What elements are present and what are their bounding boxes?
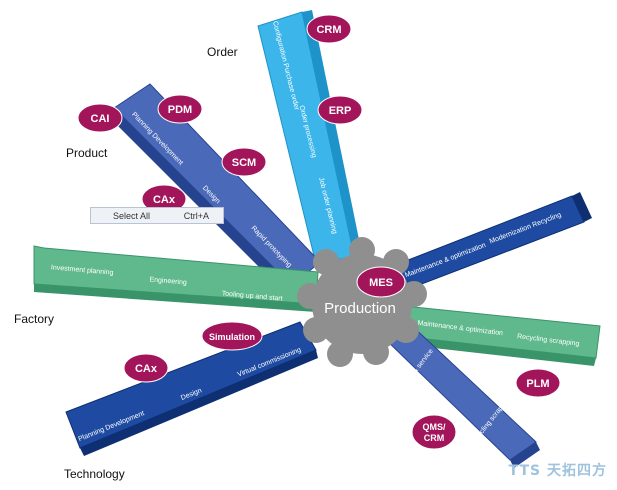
- hub-label: Production: [324, 300, 396, 317]
- badge-simulation-label: Simulation: [209, 332, 255, 342]
- badge-cax-top-label: CAx: [153, 194, 176, 206]
- context-menu[interactable]: Select All Ctrl+A: [90, 207, 224, 224]
- right-arm-edge: [398, 336, 596, 366]
- badge-mes-label: MES: [369, 277, 393, 289]
- badge-mes: MES: [356, 266, 406, 298]
- right-arm: Maintenance & optimization Recycling scr…: [398, 305, 601, 366]
- badge-plm-label: PLM: [526, 378, 549, 390]
- technology-arm: Planning Development Design Virtual comm…: [65, 321, 318, 456]
- factory-label: Factory: [14, 312, 55, 326]
- order-label: Order: [207, 45, 238, 59]
- factory-arm: Investment planning Engineering Tooling …: [33, 245, 319, 312]
- factory-step-2: Engineering: [149, 276, 187, 286]
- badge-cax-bottom: CAx: [123, 353, 169, 383]
- context-menu-select-all[interactable]: Select All: [113, 210, 151, 221]
- product-label: Product: [66, 146, 108, 160]
- badge-scm: SCM: [221, 147, 267, 177]
- badge-qms-crm: QMS/ CRM: [411, 414, 457, 450]
- badge-crm2-label: CRM: [424, 433, 445, 443]
- factory-arm-edge: [34, 284, 316, 312]
- badge-scm-label: SCM: [232, 157, 256, 169]
- order-arm-edge: [302, 10, 362, 256]
- badge-simulation: Simulation: [201, 321, 263, 351]
- context-menu-shortcut: Ctrl+A: [183, 210, 209, 221]
- badge-cax-bottom-label: CAx: [135, 363, 158, 375]
- product-arm: Planning Development Design Rapid protot…: [106, 83, 321, 292]
- badge-qms-label: QMS/: [422, 422, 446, 432]
- badge-cai: CAI: [77, 103, 123, 133]
- badge-pdm-label: PDM: [168, 104, 192, 116]
- upper-right-arm-edge: [572, 192, 592, 222]
- badge-erp-label: ERP: [329, 105, 352, 117]
- technology-arm-edge: [80, 350, 318, 456]
- technology-label: Technology: [64, 467, 125, 481]
- watermark-logo: TTS 天拓四方: [508, 463, 607, 479]
- badge-crm-label: CRM: [316, 24, 341, 36]
- badge-pdm: PDM: [157, 94, 203, 124]
- badge-crm: CRM: [306, 14, 352, 44]
- badge-cai-label: CAI: [91, 113, 110, 125]
- order-arm: Configuration Purchase order Order proce…: [257, 10, 362, 265]
- upper-right-arm: Maintenance & optimization Modernization…: [397, 192, 592, 291]
- lower-right-arm-edge: [510, 442, 540, 468]
- badge-plm: PLM: [515, 368, 561, 398]
- badge-erp: ERP: [317, 95, 363, 125]
- product-arm-edge: [106, 108, 292, 292]
